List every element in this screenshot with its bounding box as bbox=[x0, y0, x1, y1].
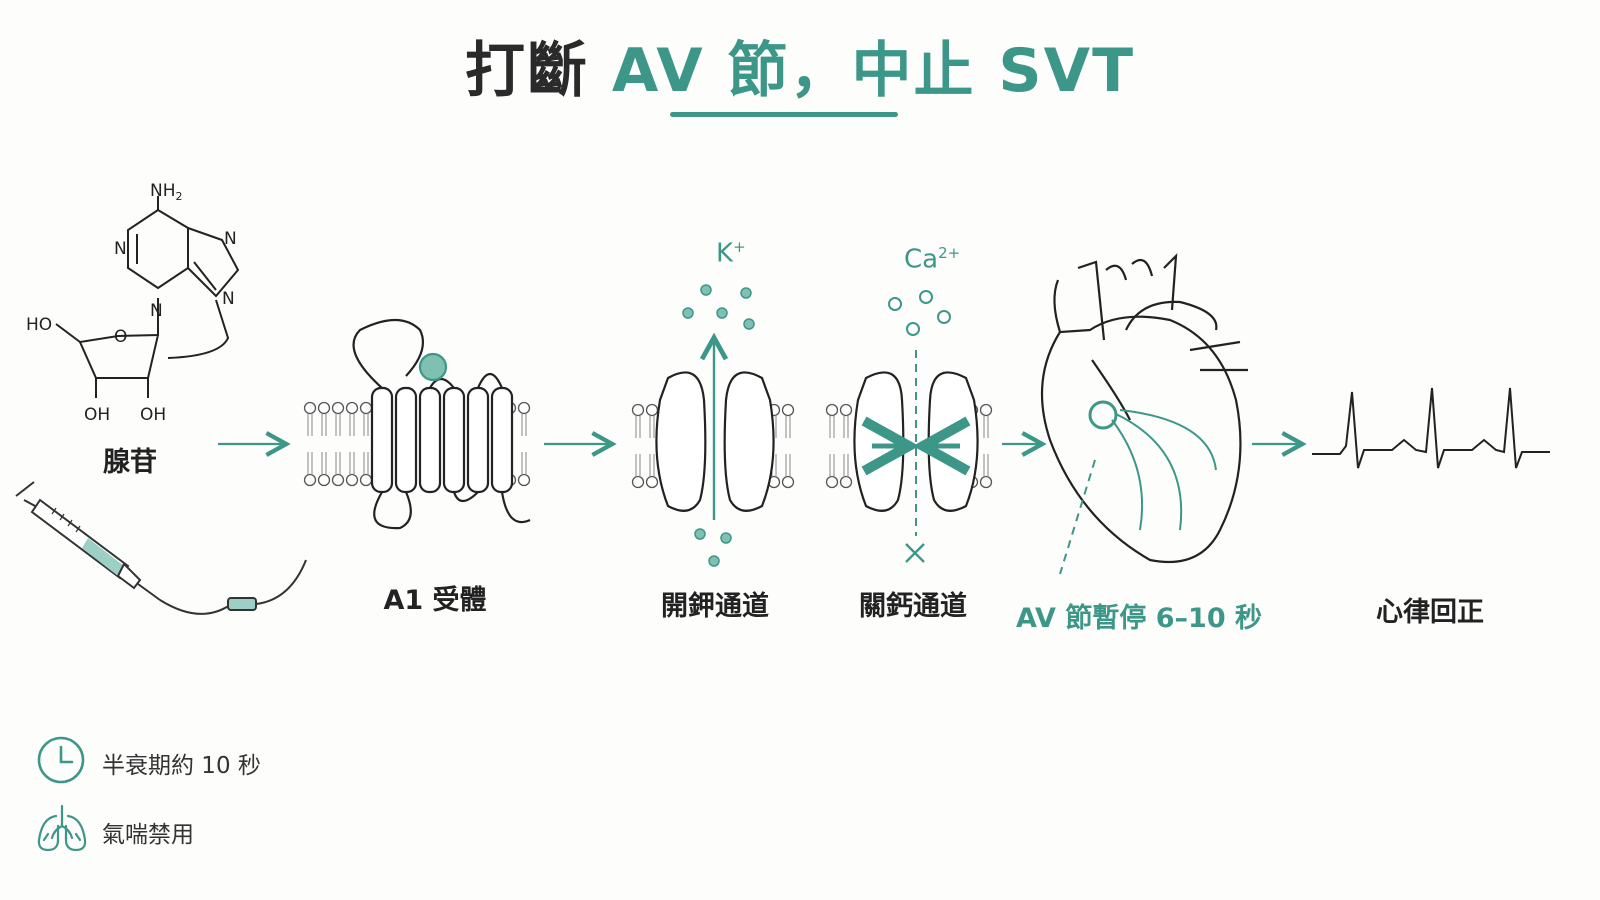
molecule-labels: NH2 N N N N O HO OH OH bbox=[26, 181, 237, 425]
k-channel bbox=[655, 340, 775, 520]
ca-ion-label: Ca2+ bbox=[904, 244, 961, 275]
oh-label-2: OH bbox=[140, 405, 166, 425]
blocked-x-icon bbox=[905, 543, 925, 563]
ca-ion-dots bbox=[888, 290, 951, 336]
syringe-icon bbox=[15, 481, 307, 615]
n-label-3: N bbox=[222, 289, 235, 309]
nh2-label: NH2 bbox=[150, 181, 183, 203]
page-title: 打斷 AV 節，中止 SVT bbox=[0, 22, 1600, 109]
ecg-trace bbox=[1312, 387, 1550, 469]
a1-receptor bbox=[352, 319, 531, 530]
k-channel-label: 開鉀通道 bbox=[661, 591, 769, 622]
receptor-label: A1 受體 bbox=[383, 585, 487, 616]
clock-icon bbox=[37, 736, 85, 784]
ca-channel bbox=[853, 350, 979, 563]
ca-channel-label: 關鈣通道 bbox=[859, 591, 967, 622]
k-ion-dots bbox=[682, 284, 755, 567]
k-ion-label: K+ bbox=[716, 238, 746, 269]
title-underline bbox=[670, 112, 898, 117]
adenosine-molecule bbox=[55, 196, 240, 398]
n-label-2: N bbox=[224, 229, 237, 249]
title-part-2: AV 節，中止 SVT bbox=[611, 36, 1136, 106]
lungs-icon bbox=[37, 804, 87, 852]
heart-icon bbox=[1040, 253, 1248, 564]
conduction-path bbox=[1059, 400, 1217, 575]
rhythm-label: 心律回正 bbox=[1376, 597, 1484, 628]
asthma-note: 氣喘禁用 bbox=[102, 822, 194, 848]
av-pause-label: AV 節暫停 6–10 秒 bbox=[1015, 603, 1263, 634]
title-part-1: 打斷 bbox=[464, 36, 589, 106]
n-label-1: N bbox=[114, 239, 127, 259]
o-label: O bbox=[114, 327, 127, 347]
adenosine-label: 腺苷 bbox=[103, 447, 157, 478]
ho-label: HO bbox=[26, 315, 52, 335]
adenosine-binding-dot bbox=[418, 352, 448, 382]
oh-label-1: OH bbox=[84, 405, 110, 425]
n-label-4: N bbox=[150, 301, 163, 321]
half-life-note: 半衰期約 10 秒 bbox=[102, 753, 261, 779]
